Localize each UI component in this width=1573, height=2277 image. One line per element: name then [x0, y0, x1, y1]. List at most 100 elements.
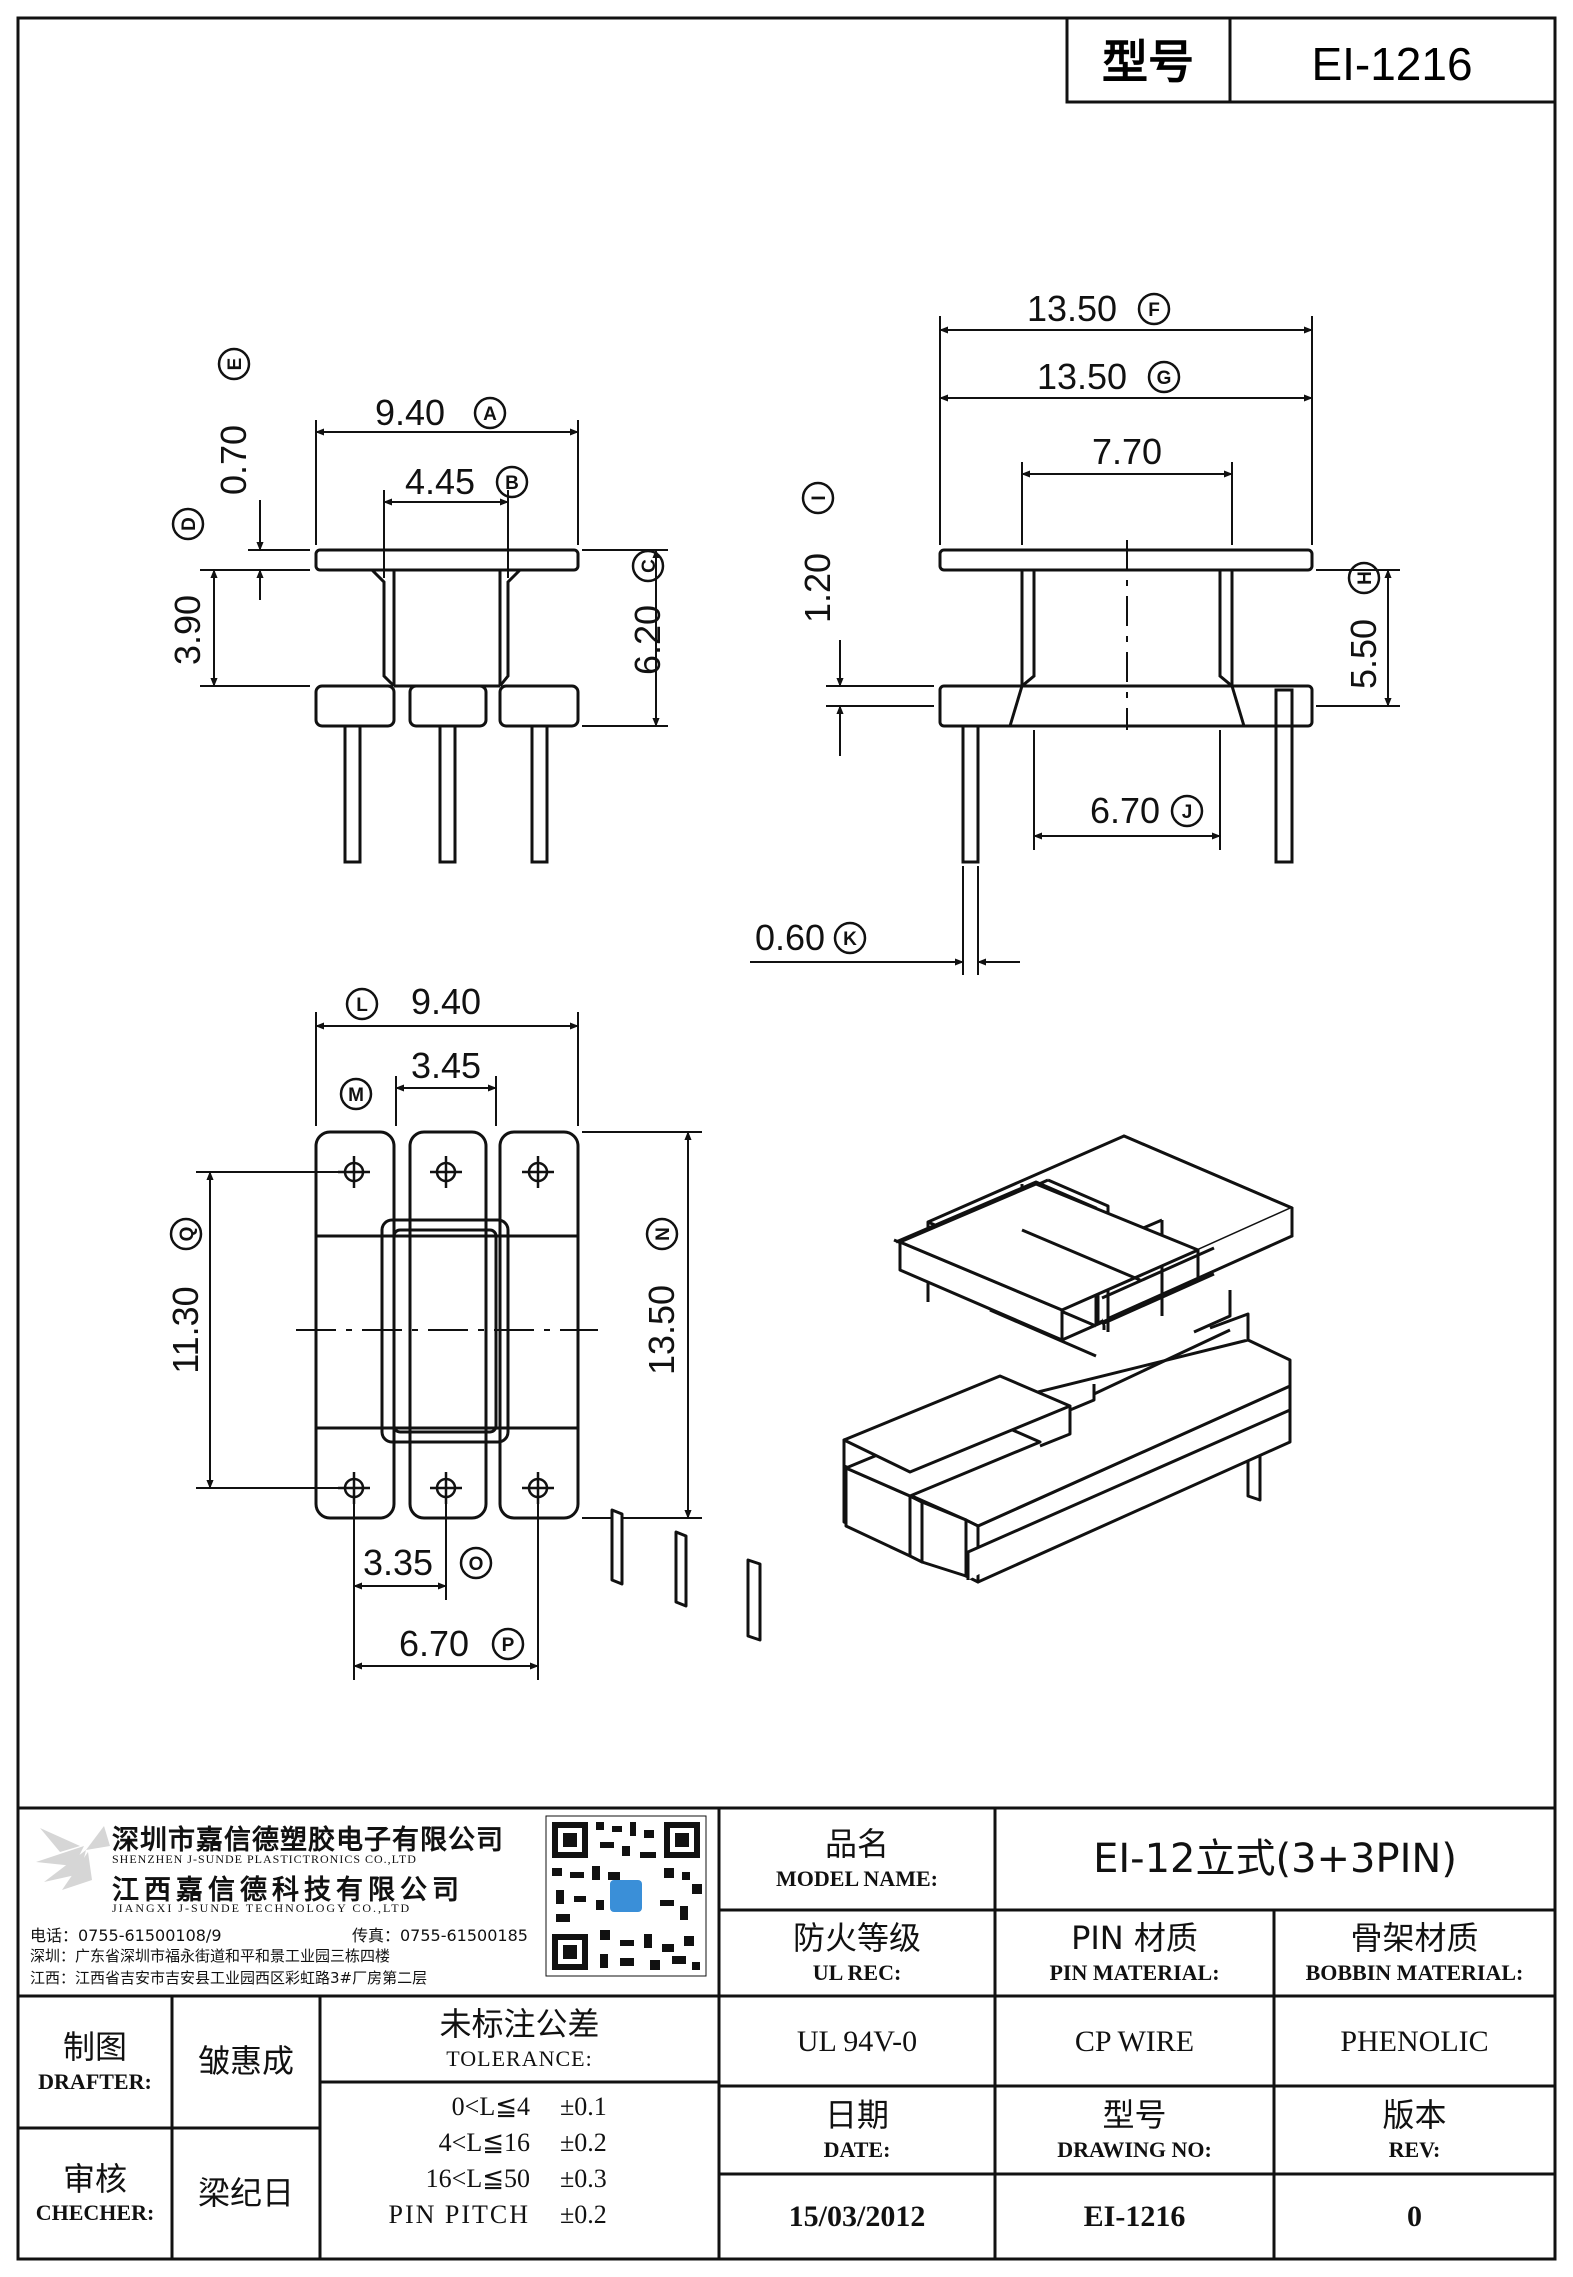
- marker-letter-e: E: [225, 358, 246, 371]
- dimension-value-i: 1.20: [797, 553, 838, 623]
- marker-letter-m: M: [348, 1085, 364, 1106]
- header-type-value: EI-1216: [1311, 38, 1472, 90]
- header-type-label: 型号: [1102, 35, 1194, 89]
- marker-circle-i: [801, 481, 835, 515]
- dimension-value-q: 11.30: [165, 1286, 206, 1373]
- company-logo: [36, 1826, 110, 1890]
- dimension-value-l: 9.40: [411, 981, 481, 1022]
- drafter-value-cell: 皱惠成: [172, 1996, 320, 2128]
- ul-value-cell: UL 94V-0: [719, 1996, 995, 2086]
- tolerance-label-en: TOLERANCE:: [446, 2045, 593, 2071]
- company-name-cn-2: 江西嘉信德科技有限公司: [112, 1875, 464, 1906]
- drawing-no-value: EI-1216: [1083, 2200, 1186, 2233]
- marker-circle-b: [495, 465, 529, 499]
- marker-letter-o: O: [469, 1554, 484, 1575]
- company-phone: 电话：0755-61500108/9: [30, 1926, 222, 1945]
- tolerance-range: PIN PITCH: [388, 2200, 530, 2229]
- marker-circle-k: [833, 921, 867, 955]
- drawing-no-value-cell: EI-1216: [995, 2174, 1274, 2259]
- dimension-value-w770: 7.70: [1092, 431, 1162, 472]
- pin-material-label-cn: PIN 材质: [1071, 1919, 1198, 1958]
- marker-letter-p: P: [502, 1635, 515, 1656]
- marker-circle-a: [473, 396, 507, 430]
- marker-circle-d: [171, 507, 205, 541]
- dimension-value-p: 6.70: [399, 1623, 469, 1664]
- marker-letter-f: F: [1148, 300, 1160, 321]
- drafter-header: 制图 DRAFTER:: [18, 1996, 172, 2128]
- tolerance-header: 未标注公差 TOLERANCE:: [320, 1996, 719, 2082]
- drafter-label-cn: 制图: [62, 2028, 127, 2067]
- pin-material-value: CP WIRE: [1074, 2024, 1195, 2058]
- company-name-cn-1: 深圳市嘉信德塑胶电子有限公司: [112, 1825, 504, 1856]
- dimension-value-g: 13.50: [1037, 356, 1127, 397]
- dimension-value-a: 9.40: [375, 392, 445, 433]
- drafter-value: 皱惠成: [197, 2042, 294, 2081]
- title-block-grid: [16, 1806, 1557, 2261]
- date-header: 日期 DATE:: [719, 2086, 995, 2174]
- marker-letter-d: D: [179, 517, 200, 531]
- model-name-value: EI-12立式(3+3PIN): [1093, 1836, 1457, 1882]
- ul-value: UL 94V-0: [796, 2024, 918, 2058]
- tolerance-value: ±0.3: [560, 2164, 607, 2193]
- tolerance-label-cn: 未标注公差: [439, 2005, 600, 2044]
- date-label-en: DATE:: [823, 2136, 891, 2162]
- marker-letter-l: L: [356, 995, 368, 1016]
- bobbin-material-value-cell: PHENOLIC: [1274, 1996, 1555, 2086]
- drafter-label-en: DRAFTER:: [38, 2068, 152, 2094]
- checker-label-en: CHECHER:: [35, 2200, 155, 2225]
- marker-circle-n: [645, 1217, 679, 1251]
- marker-circle-o: [459, 1546, 493, 1580]
- marker-letter-c: C: [639, 559, 660, 573]
- pin-material-value-cell: CP WIRE: [995, 1996, 1274, 2086]
- dimension-value-f: 13.50: [1027, 288, 1117, 329]
- marker-circle-h: [1347, 561, 1381, 595]
- marker-circle-j: [1170, 794, 1204, 828]
- checker-value: 梁纪日: [197, 2173, 294, 2212]
- marker-letter-n: N: [653, 1227, 674, 1241]
- rev-label-cn: 版本: [1382, 2096, 1447, 2135]
- drawing-no-header: 型号 DRAWING NO:: [995, 2086, 1274, 2174]
- marker-letter-a: A: [483, 404, 497, 425]
- marker-circle-q: [169, 1217, 203, 1251]
- bobbin-material-label-cn: 骨架材质: [1350, 1919, 1479, 1958]
- header-box: 型号 EI-1216: [1065, 16, 1557, 104]
- date-value-cell: 15/03/2012: [719, 2174, 995, 2259]
- model-name-value-cell: EI-12立式(3+3PIN): [995, 1808, 1555, 1910]
- marker-letter-b: B: [505, 473, 519, 494]
- checker-header: 审核 CHECHER:: [18, 2128, 172, 2259]
- tolerance-value: ±0.1: [560, 2092, 607, 2121]
- tolerance-range: 0<L≦4: [451, 2092, 530, 2121]
- isometric-view: [610, 1134, 1294, 1642]
- pin-material-header: PIN 材质 PIN MATERIAL:: [995, 1910, 1274, 1996]
- rev-label-en: REV:: [1388, 2136, 1441, 2162]
- bobbin-material-header: 骨架材质 BOBBIN MATERIAL:: [1274, 1910, 1555, 1996]
- drawing-no-label-en: DRAWING NO:: [1057, 2136, 1212, 2162]
- ul-rec-header: 防火等级 UL REC:: [719, 1910, 995, 1996]
- dimension-value-b: 4.45: [405, 461, 475, 502]
- marker-circle-l: [345, 987, 379, 1021]
- tolerance-range: 16<L≦50: [425, 2164, 530, 2193]
- marker-circle-p: [491, 1627, 525, 1661]
- marker-circle-e: [217, 347, 251, 381]
- marker-letter-j: J: [1182, 802, 1193, 823]
- front-view: [314, 548, 580, 864]
- model-name-header: 品名 MODEL NAME:: [719, 1808, 995, 1910]
- marker-letter-q: Q: [177, 1227, 198, 1242]
- pin-material-label-en: PIN MATERIAL:: [1049, 1959, 1220, 1985]
- marker-circle-m: [339, 1077, 373, 1111]
- model-name-label-cn: 品名: [824, 1825, 889, 1864]
- company-address-shenzhen: 深圳：广东省深圳市福永街道和平和景工业园三栋四楼: [30, 1947, 391, 1965]
- date-label-cn: 日期: [824, 2096, 889, 2135]
- marker-circle-c: [631, 549, 665, 583]
- bottom-view-dims: [196, 1012, 702, 1680]
- rev-value-cell: 0: [1274, 2174, 1555, 2259]
- bobbin-material-label-en: BOBBIN MATERIAL:: [1305, 1959, 1524, 1985]
- marker-letter-k: K: [843, 929, 857, 950]
- front-view-dims: [200, 420, 668, 727]
- marker-letter-i: I: [809, 495, 830, 500]
- dimension-value-d: 3.90: [167, 595, 208, 665]
- bottom-view: [314, 1130, 580, 1520]
